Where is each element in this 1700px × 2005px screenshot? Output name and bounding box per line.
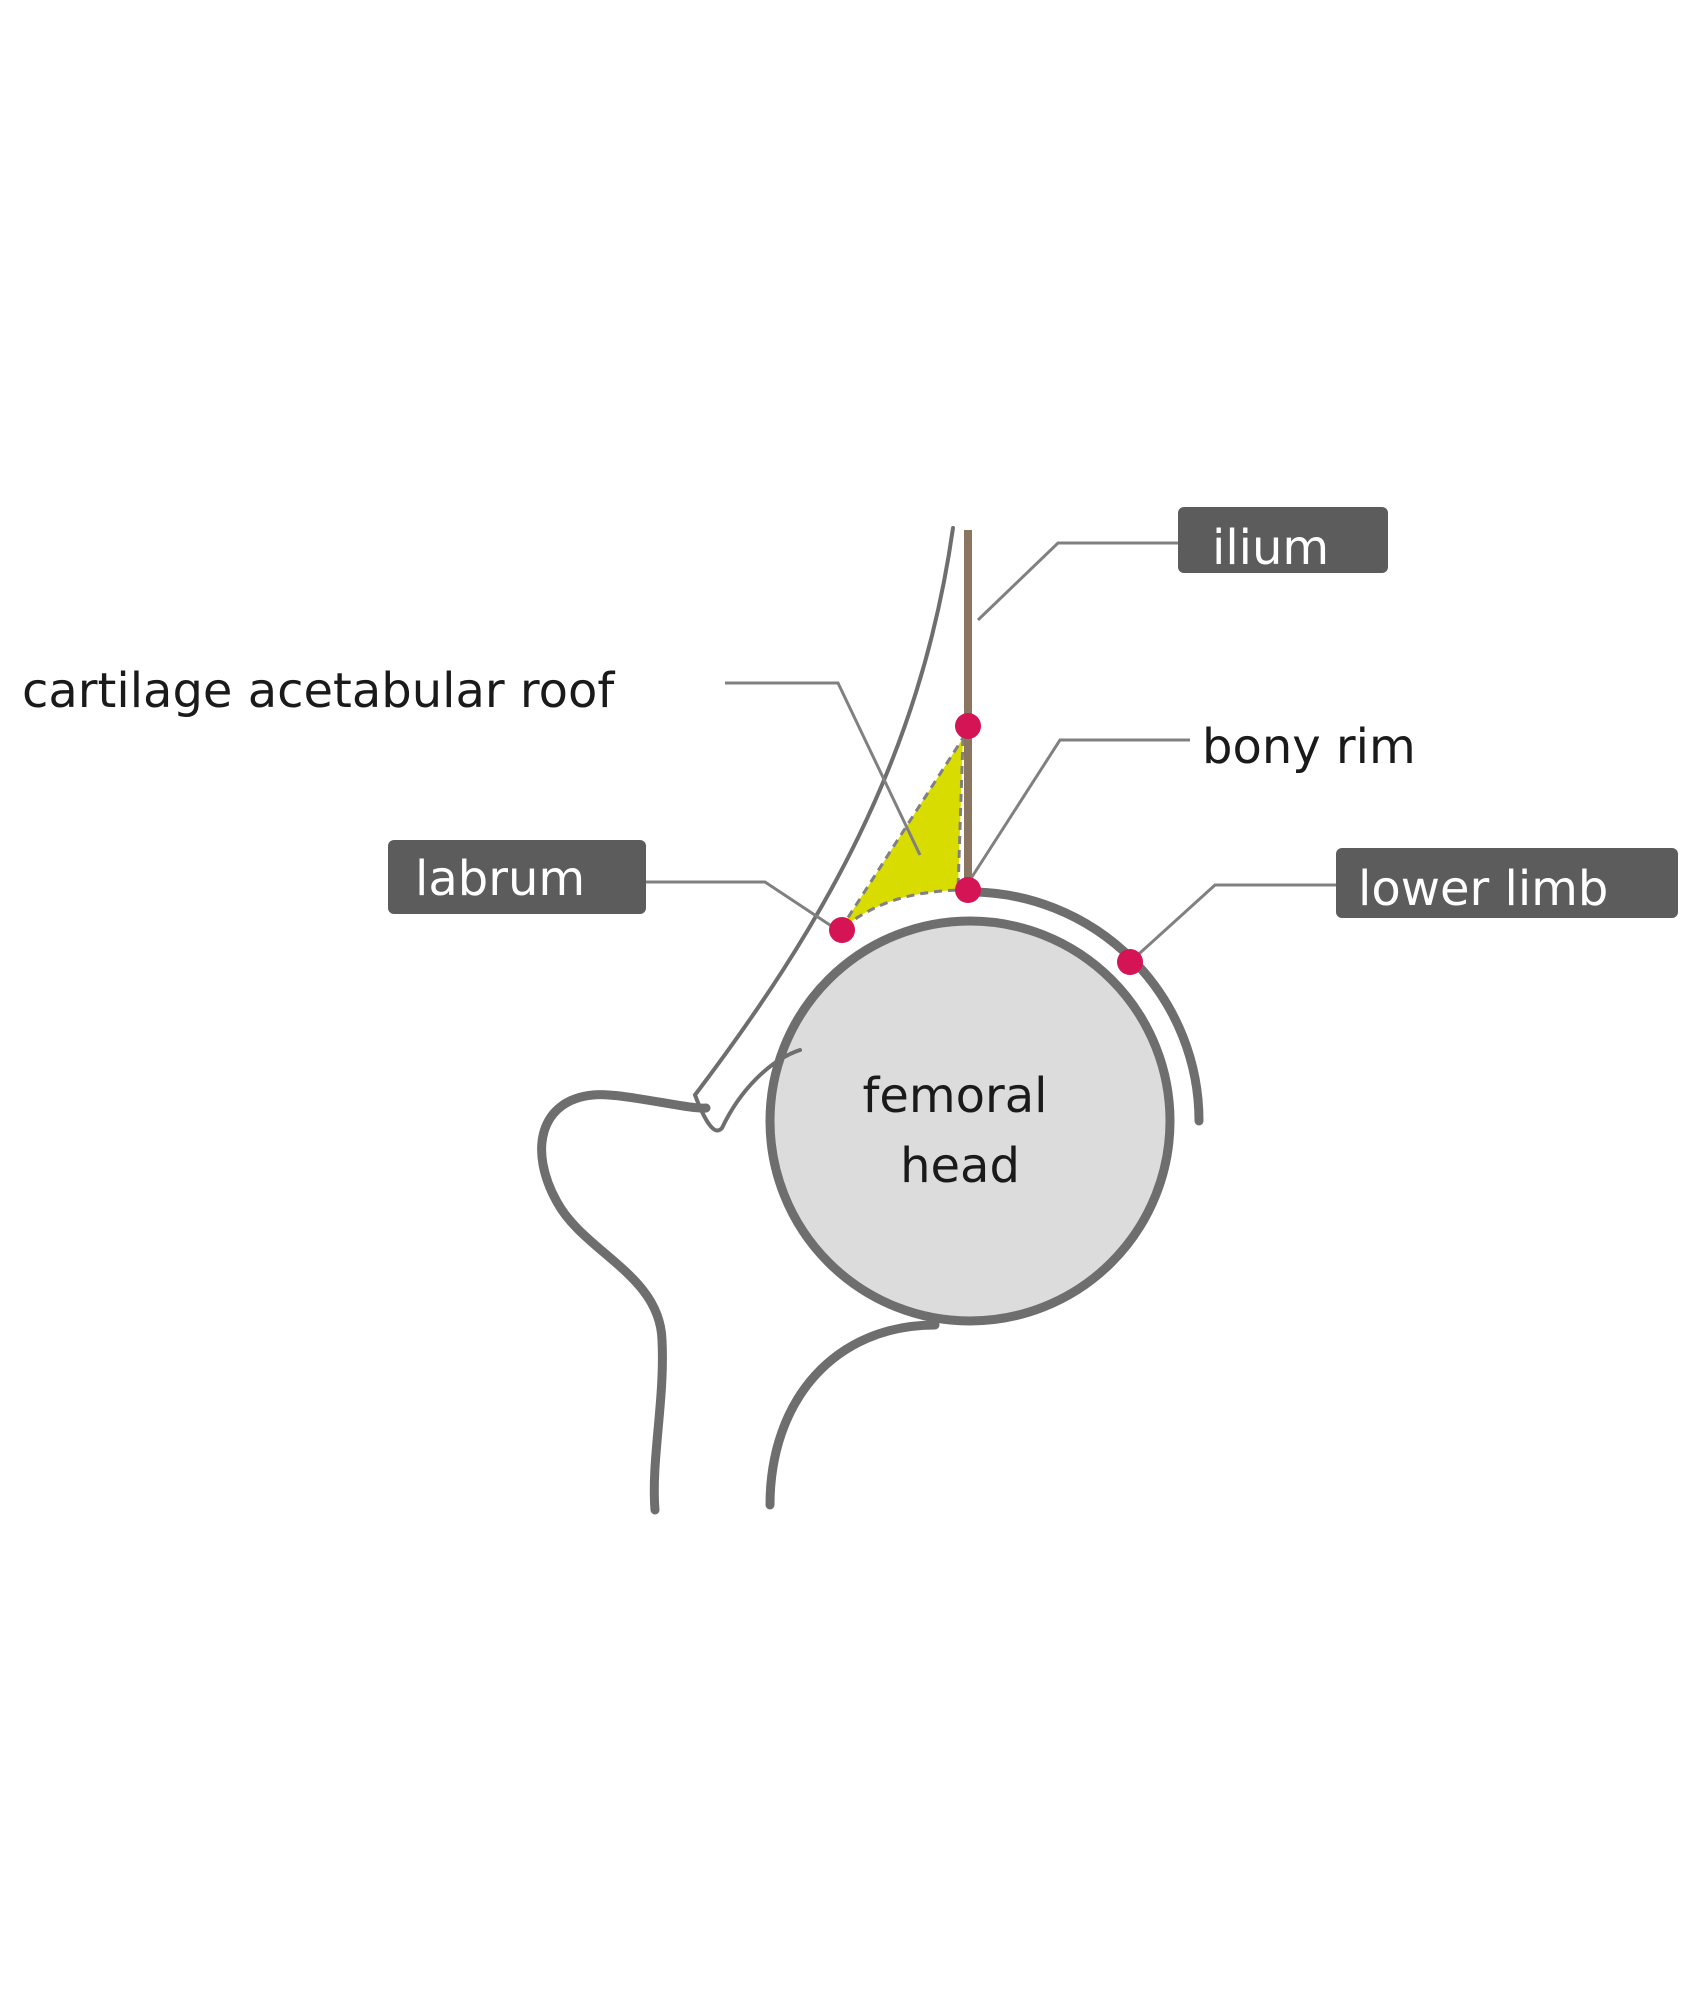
cartilage-roof-label: cartilage acetabular roof [22, 663, 615, 719]
lower-limb-leader-line [1128, 883, 1340, 964]
labrum-label: labrum [388, 840, 646, 914]
lower-limb-label-text: lower limb [1358, 861, 1608, 917]
labrum-label-box [388, 840, 646, 914]
labrum-leader-line [645, 880, 846, 937]
labrum-marker [829, 917, 855, 943]
femoral-head-label-line2: head [900, 1138, 1020, 1194]
femur-neck-outline [765, 1320, 940, 1510]
bony-rim-marker [955, 877, 981, 903]
bony-rim-label: bony rim [1202, 719, 1416, 775]
ilium-leader-line [976, 541, 1180, 622]
lower-limb-label-box [1336, 848, 1678, 918]
cartilage-leader-line [725, 681, 922, 856]
femoral-head-label-line1: femoral [862, 1068, 1047, 1124]
soft-tissue-curve [692, 526, 955, 1133]
bony-rim-leader-line [968, 738, 1190, 881]
ilium-marker [955, 713, 981, 739]
ilium-label-box [1178, 507, 1388, 573]
ilium-label: ilium [1178, 507, 1388, 576]
femur-outline [537, 1090, 711, 1515]
ilium-label-text: ilium [1212, 520, 1329, 576]
femoral-head [765, 916, 1175, 1326]
lower-limb-label: lower limb [1336, 848, 1678, 918]
labrum-label-text: labrum [415, 851, 585, 907]
lower-limb-marker [1117, 949, 1143, 975]
